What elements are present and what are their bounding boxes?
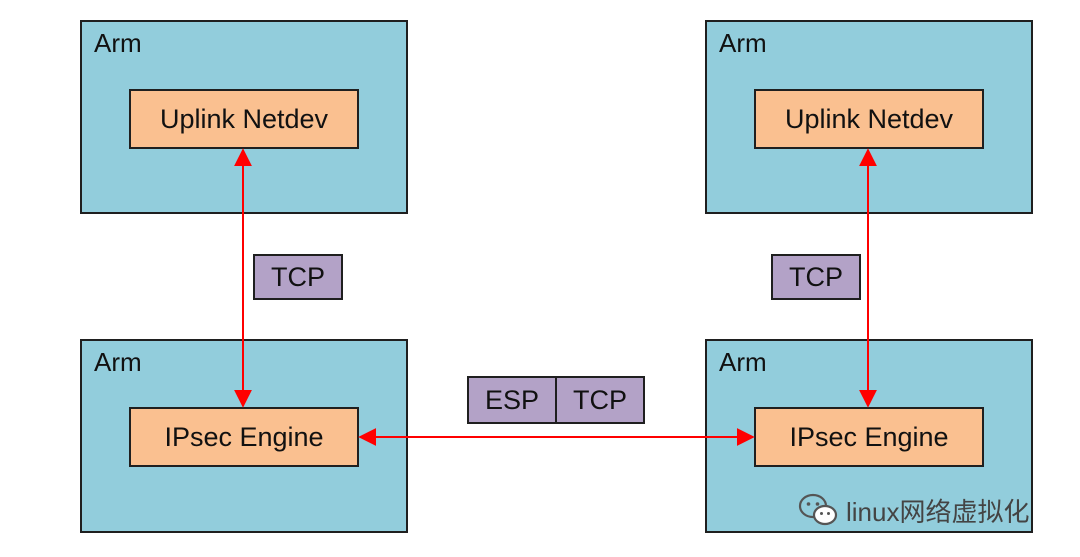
uplink-netdev-left: Uplink Netdev [129, 89, 359, 149]
arm-label: Arm [94, 347, 142, 377]
tcp-box-right: TCP [771, 254, 861, 300]
uplink-netdev-right: Uplink Netdev [754, 89, 984, 149]
arm-label: Arm [94, 28, 142, 58]
tcp-box-left: TCP [253, 254, 343, 300]
watermark-text: linux网络虚拟化 [846, 496, 1030, 527]
arm-label: Arm [719, 28, 767, 58]
watermark: linux网络虚拟化 [798, 490, 1029, 530]
tcp-box-middle: TCP [555, 376, 645, 424]
wechat-icon [798, 493, 838, 526]
ipsec-engine-right: IPsec Engine [754, 407, 984, 467]
arm-label: Arm [719, 347, 767, 377]
ipsec-engine-left: IPsec Engine [129, 407, 359, 467]
